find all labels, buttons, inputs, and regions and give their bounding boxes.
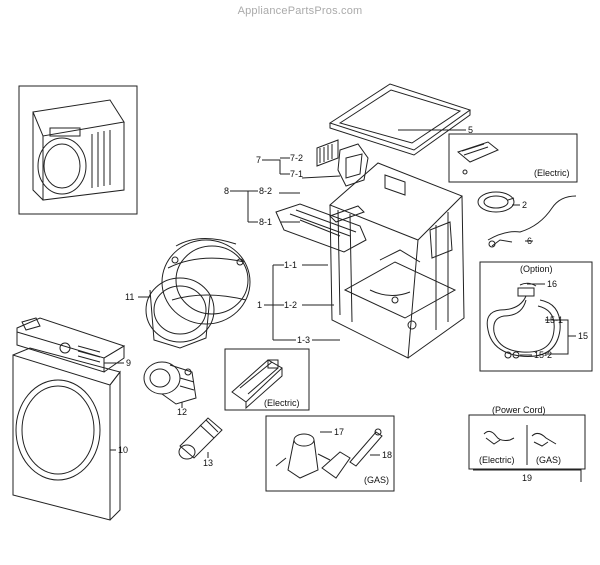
callout-10: 10 [118,445,129,455]
note-power-cord: (Power Cord) [492,405,546,415]
callout-1-3: 1-3 [297,335,311,345]
callout-11: 11 [125,292,135,302]
power-cord-box [468,414,586,482]
filter-housing-part [316,139,369,187]
note-option: (Option) [520,264,553,274]
note-power-gas: (GAS) [536,455,562,465]
note-gas: (GAS) [364,475,390,485]
callout-2: 2 [522,200,528,210]
callout-9: 9 [126,358,132,368]
callout-19: 19 [522,473,533,483]
callout-8-2: 8-2 [259,186,273,196]
note-electric-top: (Electric) [534,168,570,178]
callout-8: 8 [224,186,230,196]
note-power-electric: (Electric) [479,455,515,465]
top-cover-part [328,83,472,156]
vent-hose-part [477,191,577,248]
callout-7-2: 7-2 [290,153,304,163]
exhaust-duct-part [178,417,223,460]
note-electric-heater: (Electric) [264,398,300,408]
callout-5: 5 [468,125,474,135]
callout-15: 15 [578,331,589,341]
front-panel-part [12,347,121,521]
callout-7: 7 [256,155,262,165]
callout-18: 18 [382,450,393,460]
option-hose-box [479,261,593,372]
drum-part [145,238,251,349]
callout-1: 1 [257,300,263,310]
terminal-cover-part [448,133,578,183]
callout-1-2: 1-2 [284,300,298,310]
heater-electric-part [224,348,310,411]
control-panel-part [16,317,126,373]
callout-12: 12 [177,407,188,417]
callout-16: 16 [547,279,558,289]
callout-15-2: 15-2 [534,350,553,360]
callout-13: 13 [203,458,214,468]
callout-17: 17 [334,427,345,437]
callout-15-1: 15-1 [545,315,564,325]
callout-1-1: 1-1 [284,260,298,270]
rear-duct-part [275,175,367,253]
gas-burner-box [265,415,395,492]
callout-6: 6 [527,236,533,246]
callout-7-1: 7-1 [290,169,304,179]
leader-lines [104,129,576,458]
blower-motor-part [143,361,197,405]
assembled-dryer-thumbnail [18,85,138,215]
watermark: AppliancePartsPros.com [237,5,363,17]
callout-8-1: 8-1 [259,217,273,227]
cabinet-frame-part [329,162,465,359]
